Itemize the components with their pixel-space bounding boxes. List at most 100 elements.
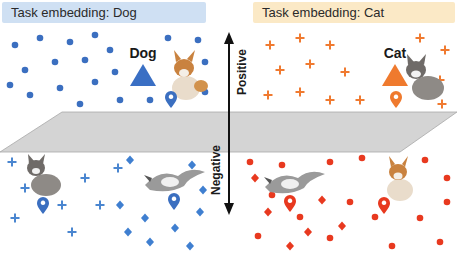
point (171, 224, 179, 233)
point (186, 242, 194, 251)
bird-image (264, 172, 325, 194)
dog-negative-diamonds (116, 156, 207, 251)
axis-label: Negative (209, 145, 223, 195)
point (37, 35, 44, 42)
point (266, 41, 275, 50)
point (255, 233, 262, 240)
axis-label: Positive (235, 49, 249, 95)
point (327, 159, 334, 166)
point (8, 158, 17, 167)
point (68, 228, 77, 237)
point (297, 214, 304, 221)
point (359, 155, 366, 162)
point (279, 162, 286, 169)
point (77, 101, 84, 108)
point (124, 228, 132, 237)
point (338, 222, 346, 231)
point (372, 214, 379, 221)
point (114, 164, 123, 173)
point (251, 174, 259, 183)
point (96, 201, 105, 210)
point (141, 214, 149, 223)
point (326, 41, 335, 50)
point (202, 59, 209, 66)
point (58, 201, 67, 210)
point (341, 68, 350, 77)
dog-image (387, 156, 413, 201)
header-text: Task embedding: Cat (262, 5, 384, 20)
point (264, 91, 273, 100)
point (12, 42, 19, 49)
point (81, 174, 90, 183)
point (11, 214, 20, 223)
cat-image (27, 154, 61, 196)
axis-arrow (224, 32, 234, 215)
point (356, 96, 365, 105)
point (296, 34, 305, 43)
point (438, 100, 447, 109)
cat-positive-points (264, 34, 450, 109)
point (389, 243, 396, 250)
class-label: Cat (384, 45, 407, 61)
point (247, 159, 254, 166)
cat-embedding-triangle (382, 64, 408, 86)
location-pin (378, 197, 390, 214)
point (422, 157, 429, 164)
point (147, 97, 154, 104)
task-embedding-header: Task embedding: Dog (2, 2, 206, 23)
bird-image (144, 170, 205, 192)
point (326, 96, 335, 105)
point (92, 79, 99, 86)
point (7, 82, 14, 89)
point (304, 228, 312, 237)
point (117, 97, 124, 104)
point (196, 208, 204, 217)
point (92, 32, 99, 39)
point (416, 34, 425, 43)
dog-embedding-triangle (130, 64, 156, 86)
point (57, 85, 64, 92)
class-label: Dog (129, 45, 156, 61)
point (264, 208, 272, 217)
point (126, 156, 134, 165)
point (199, 186, 207, 195)
point (112, 69, 119, 76)
point (296, 88, 305, 97)
dog-positive-points (7, 32, 209, 108)
point (165, 35, 172, 42)
point (188, 161, 196, 170)
point (306, 60, 315, 69)
point (52, 59, 59, 66)
dog-image (172, 50, 208, 100)
point (67, 39, 74, 46)
point (107, 47, 114, 54)
point (327, 235, 334, 242)
point (27, 92, 34, 99)
cat-negative-points (247, 155, 451, 251)
point (21, 184, 30, 193)
point (195, 37, 202, 44)
point (116, 201, 124, 210)
location-pin (168, 193, 180, 210)
point (444, 199, 451, 206)
point (22, 67, 29, 74)
location-pin (165, 91, 177, 108)
location-pin (390, 91, 402, 108)
point (318, 196, 326, 205)
point (444, 175, 451, 182)
point (441, 46, 450, 55)
location-pin (37, 197, 49, 214)
task-embedding-header: Task embedding: Cat (253, 2, 455, 23)
point (276, 66, 285, 75)
dog-negative-points (8, 158, 123, 237)
cat-image (406, 54, 444, 100)
point (417, 215, 424, 222)
point (146, 238, 154, 247)
point (437, 239, 444, 246)
point (286, 242, 294, 251)
point (347, 199, 354, 206)
location-pin (284, 195, 296, 212)
